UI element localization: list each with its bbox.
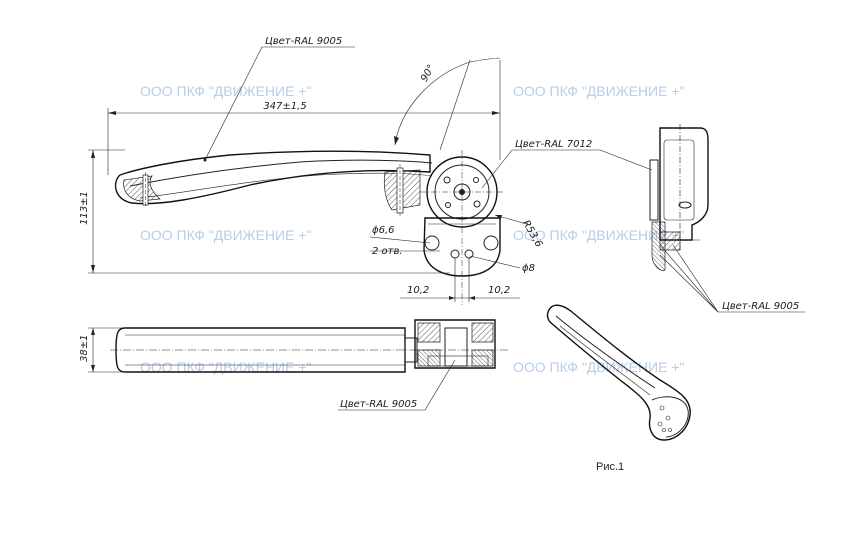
callout-9005-bottom: Цвет-RAL 9005 bbox=[338, 359, 456, 411]
dim-pin: ϕ8 bbox=[469, 255, 535, 274]
color-7012-label: Цвет-RAL 7012 bbox=[515, 139, 592, 150]
color-9005-top-label: Цвет-RAL 9005 bbox=[265, 36, 342, 47]
dim-angle: 90° bbox=[394, 57, 501, 151]
isometric-view bbox=[546, 304, 691, 441]
pin-dia-label: ϕ8 bbox=[522, 263, 535, 274]
watermark-5: ООО ПКФ "ДВИЖЕНИЕ +" bbox=[140, 359, 312, 375]
dim-height: 113±1 bbox=[79, 149, 450, 274]
dim-spacing: 10,2 10,2 bbox=[400, 258, 520, 302]
callout-9005-top: Цвет-RAL 9005 bbox=[203, 36, 355, 162]
front-view bbox=[114, 150, 505, 305]
figure-label: Рис.1 bbox=[596, 461, 624, 473]
color-9005-bottom-label: Цвет-RAL 9005 bbox=[340, 399, 417, 410]
callout-9005-side: Цвет-RAL 9005 bbox=[659, 244, 805, 313]
color-9005-side-label: Цвет-RAL 9005 bbox=[722, 301, 799, 312]
dim-width: 38±1 bbox=[79, 327, 125, 373]
callout-7012: Цвет-RAL 7012 bbox=[481, 139, 653, 189]
dim-length: 347±1,5 bbox=[107, 60, 501, 175]
dim-left-label: 10,2 bbox=[407, 285, 429, 296]
watermark-1: ООО ПКФ "ДВИЖЕНИЕ +" bbox=[140, 83, 312, 99]
side-view bbox=[649, 124, 709, 271]
width-label: 38±1 bbox=[79, 335, 90, 362]
dim-right-label: 10,2 bbox=[488, 285, 510, 296]
dim-holes: ϕ6,6 2 отв. bbox=[369, 225, 440, 257]
height-label: 113±1 bbox=[79, 191, 90, 225]
watermark-6: ООО ПКФ "ДВИЖЕНИЕ +" bbox=[513, 359, 685, 375]
holes-count-label: 2 отв. bbox=[372, 246, 403, 257]
watermark-2: ООО ПКФ "ДВИЖЕНИЕ +" bbox=[513, 83, 685, 99]
hole-dia-label: ϕ6,6 bbox=[372, 225, 395, 236]
watermark-4: ООО ПКФ "ДВИЖЕНИЕ +" bbox=[513, 227, 685, 243]
watermark-3: ООО ПКФ "ДВИЖЕНИЕ +" bbox=[140, 227, 312, 243]
length-label: 347±1,5 bbox=[263, 101, 306, 112]
